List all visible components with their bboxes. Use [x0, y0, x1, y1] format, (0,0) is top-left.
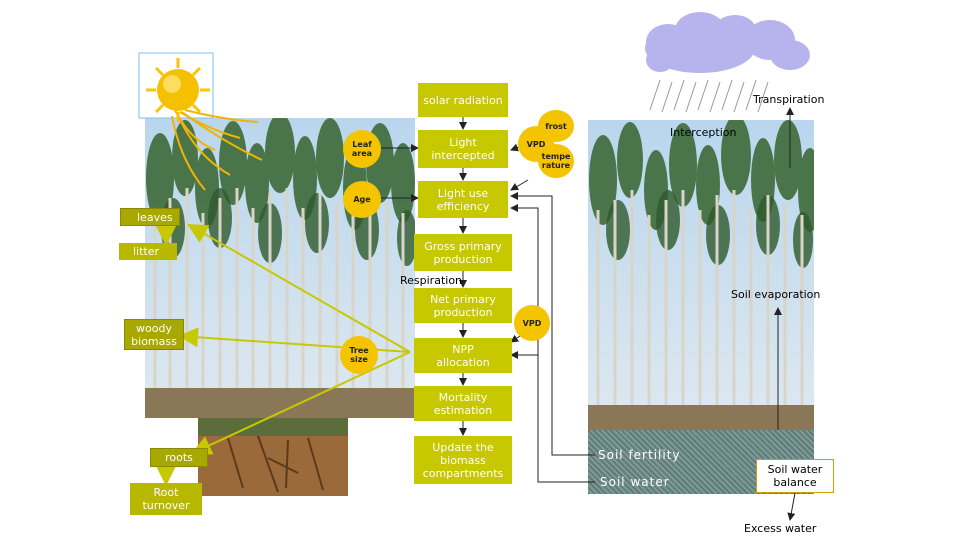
- excess-water-label: Excess water: [744, 522, 817, 535]
- mortality-estimation-box: Mortality estimation: [414, 386, 512, 421]
- light-use-efficiency-box: Light use efficiency: [418, 181, 508, 218]
- leaf-area-circle: Leaf area: [343, 130, 381, 168]
- sun-icon: [146, 58, 210, 122]
- transpiration-label: Transpiration: [753, 93, 825, 106]
- update-biomass-box: Update the biomass compartments: [414, 436, 512, 484]
- temperature-circle: tempe rature: [538, 144, 574, 178]
- respiration-label: Respiration: [400, 274, 463, 287]
- right-forest-photo: [588, 120, 814, 430]
- age-circle: Age: [343, 181, 381, 218]
- frost-circle: frost: [538, 110, 574, 142]
- tree-size-circle: Tree size: [340, 336, 378, 374]
- solar-radiation-box: solar radiation: [418, 83, 508, 117]
- litter-box: litter: [119, 243, 177, 260]
- soil-fertility-label: Soil fertility: [598, 448, 681, 462]
- soil-evaporation-label: Soil evaporation: [731, 288, 821, 301]
- light-intercepted-box: Light intercepted: [418, 130, 508, 168]
- woody-biomass-box: woody biomass: [124, 319, 184, 350]
- root-turnover-box: Root turnover: [130, 483, 202, 515]
- vpd-circle-bottom: VPD: [514, 305, 550, 341]
- sun-rays-icon: [171, 109, 263, 191]
- soil-water-balance-box: Soil water balance: [756, 459, 834, 493]
- net-primary-production-box: Net primary production: [414, 288, 512, 323]
- roots-photo: [198, 418, 348, 496]
- interception-label: Interception: [670, 126, 737, 139]
- leaves-box: leaves: [120, 208, 180, 226]
- gross-primary-production-box: Gross primary production: [414, 234, 512, 271]
- cloud-icon: [645, 12, 810, 73]
- npp-allocation-box: NPP allocation: [414, 338, 512, 373]
- roots-box: roots: [150, 448, 208, 467]
- soil-water-label: Soil water: [600, 475, 670, 489]
- rain-icon: [649, 79, 769, 113]
